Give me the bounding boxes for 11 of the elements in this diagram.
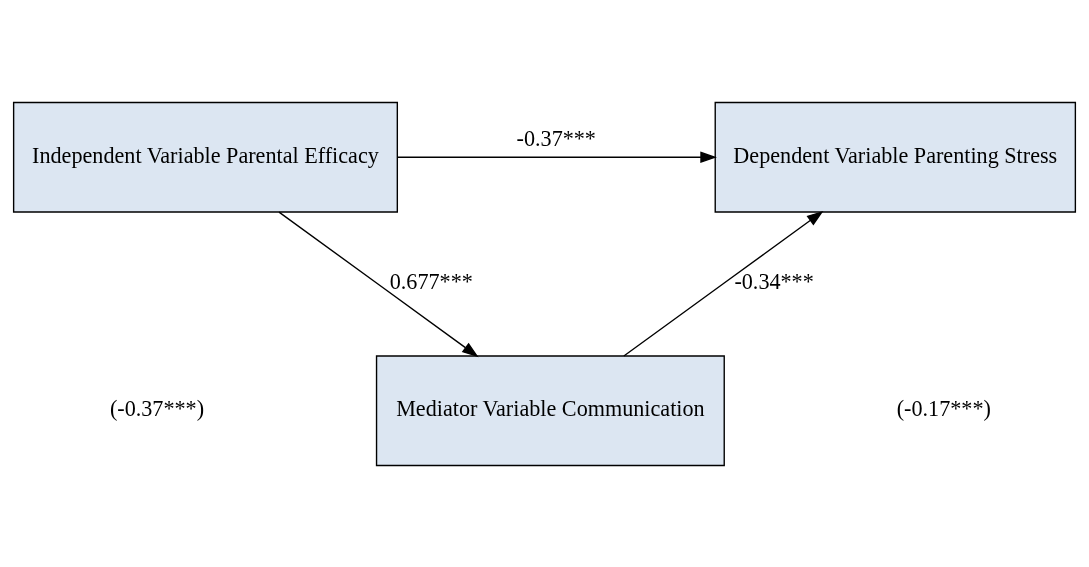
node-box: Mediator Variable Communication — [375, 354, 725, 466]
edge-label: -0.37*** — [516, 125, 596, 151]
arrow — [623, 210, 824, 357]
label: (-0.17***) — [896, 395, 991, 421]
node-box: Independent Variable Parental Efficacy — [12, 101, 398, 213]
label: (-0.37***) — [109, 395, 205, 421]
node-box: Dependent Variable Parenting Stress — [714, 101, 1077, 213]
arrow — [396, 150, 717, 163]
edge-label: -0.34*** — [734, 268, 814, 294]
arrow — [278, 210, 479, 357]
edge-label: 0.677*** — [389, 268, 473, 294]
